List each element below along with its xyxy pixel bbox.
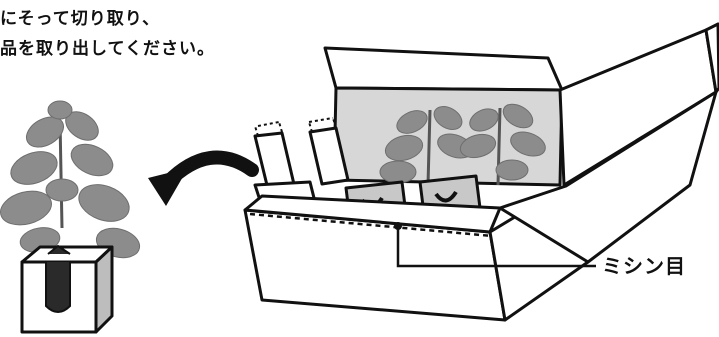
removed-plant-leaves <box>0 101 143 262</box>
box-back-lid <box>325 48 562 90</box>
perforation-label: ミシン目 <box>602 250 686 279</box>
removed-plant-pot <box>22 246 112 332</box>
removed-plant <box>0 101 143 332</box>
curved-arrow-icon <box>148 158 252 207</box>
